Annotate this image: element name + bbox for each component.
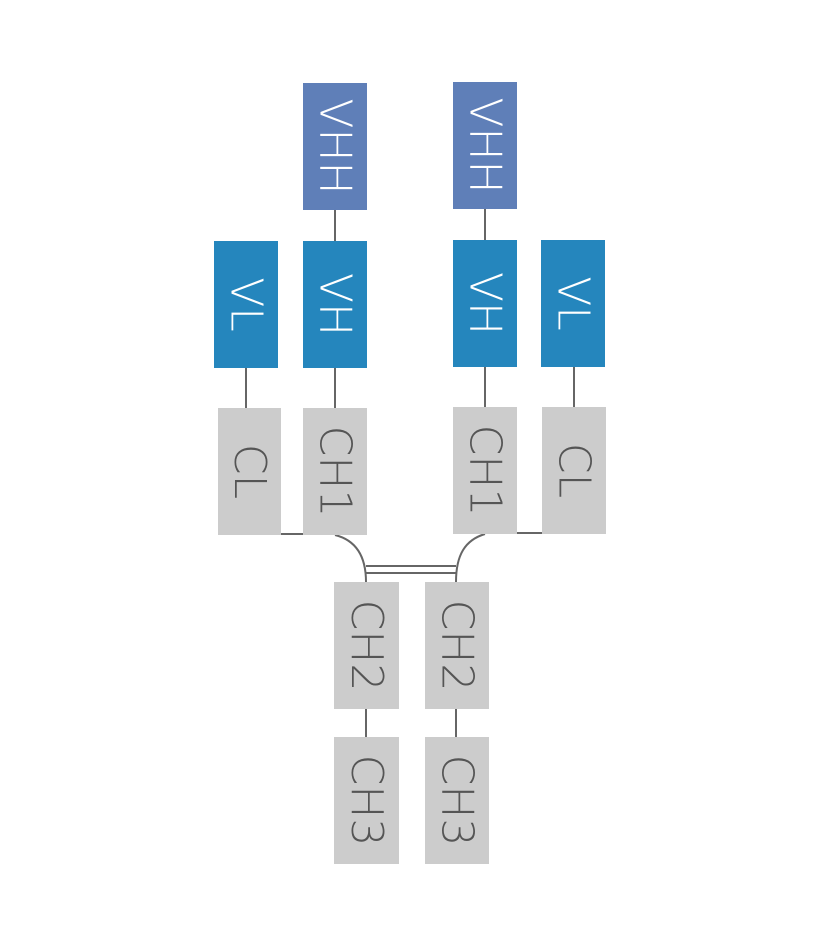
domain-fc-right-ch3: CH3: [425, 737, 489, 864]
domain-right-ch1: CH1: [453, 407, 517, 534]
domain-fc-right-ch2: CH2: [425, 582, 489, 709]
domain-label: CH3: [341, 755, 392, 847]
domain-label: CL: [224, 444, 275, 499]
domain-label: VL: [221, 277, 272, 332]
domain-label: VH: [460, 272, 511, 335]
domain-left-ch1: CH1: [303, 408, 367, 535]
domain-right-vh: VH: [453, 240, 517, 367]
domain-right-cl: CL: [542, 407, 606, 534]
domain-right-vhh: VHH: [453, 82, 517, 209]
domain-label: VHH: [310, 98, 361, 194]
domain-label: VL: [548, 276, 599, 331]
domain-label: CH1: [460, 425, 511, 517]
domain-left-cl: CL: [218, 408, 281, 535]
domain-label: CH1: [310, 426, 361, 518]
connectors: [245, 209, 575, 737]
domain-label: CH3: [432, 755, 483, 847]
domain-label: VHH: [460, 97, 511, 193]
domain-left-vl: VL: [214, 241, 278, 368]
hinge-left: [334, 534, 367, 583]
domain-label: VH: [310, 273, 361, 336]
domain-fc-left-ch3: CH3: [334, 737, 399, 864]
domain-label: CH2: [341, 600, 392, 692]
domain-label: CL: [549, 443, 600, 498]
domain-left-vh: VH: [303, 241, 367, 368]
hinge-right: [455, 533, 486, 583]
domain-left-vhh: VHH: [303, 83, 367, 210]
domain-fc-left-ch2: CH2: [334, 582, 399, 709]
domain-right-vl: VL: [541, 240, 605, 367]
domain-label: CH2: [432, 600, 483, 692]
